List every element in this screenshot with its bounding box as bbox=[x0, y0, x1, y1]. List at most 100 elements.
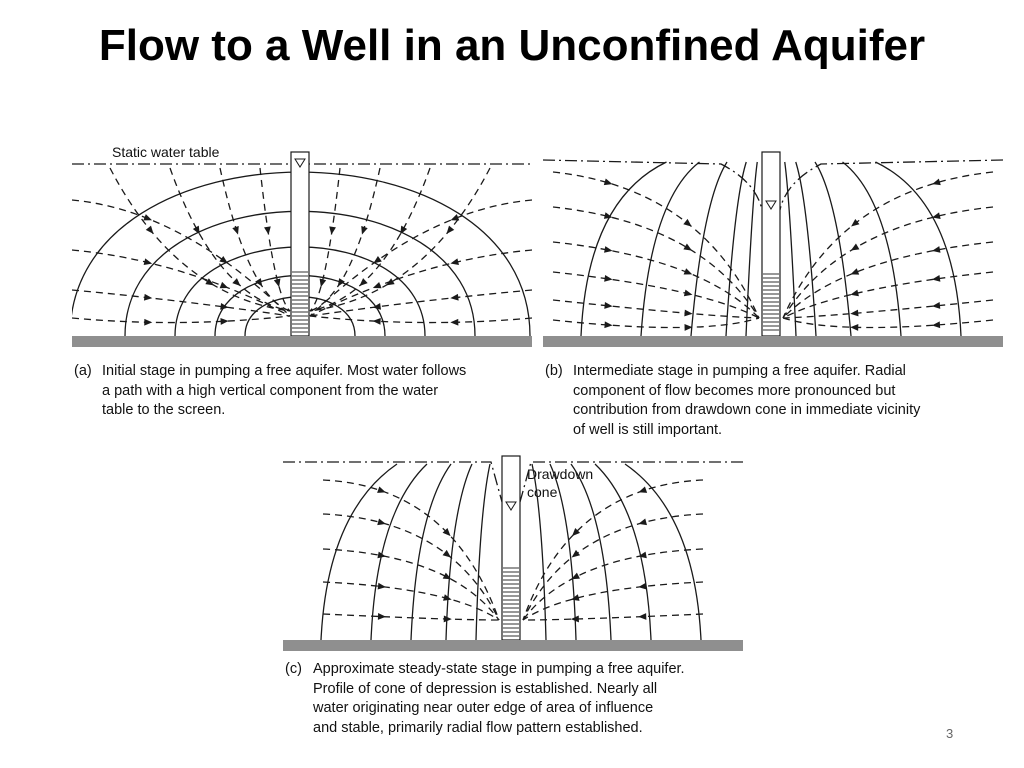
flow-arrow bbox=[359, 278, 368, 286]
flow-arrow bbox=[143, 293, 153, 301]
slide-title: Flow to a Well in an Unconfined Aquifer bbox=[98, 21, 926, 70]
equipotential-line bbox=[690, 161, 728, 337]
water-table-left bbox=[283, 461, 503, 503]
figure-c-caption-line: Profile of cone of depression is establi… bbox=[313, 680, 658, 697]
flow-line bbox=[522, 479, 704, 621]
flow-arrow bbox=[145, 225, 154, 234]
water-level-marker bbox=[765, 200, 777, 210]
flow-line bbox=[309, 167, 381, 312]
flow-arrow bbox=[604, 302, 613, 309]
equipotential-line bbox=[795, 161, 817, 337]
equipotential-line bbox=[624, 463, 702, 641]
flow-arrow bbox=[377, 551, 386, 559]
flow-arrow bbox=[638, 613, 647, 620]
flow-arrow bbox=[255, 278, 263, 287]
flow-line bbox=[322, 613, 500, 621]
figure-a-caption: (a) Initial stage in pumping a free aqui… bbox=[74, 362, 534, 424]
flow-arrow bbox=[377, 613, 386, 620]
figure-a-caption-tag: (a) bbox=[74, 363, 92, 379]
flow-arrow bbox=[570, 594, 580, 601]
flow-line bbox=[72, 249, 291, 317]
flow-arrow bbox=[638, 486, 648, 493]
flow-arrow bbox=[329, 226, 336, 235]
equipotential-line bbox=[594, 463, 652, 641]
flow-line bbox=[782, 206, 994, 319]
drawdown-cone-label-line: cone bbox=[527, 484, 558, 500]
flow-line bbox=[782, 317, 994, 329]
flow-arrow bbox=[372, 281, 382, 289]
drawdown-water-table-right bbox=[779, 159, 1003, 211]
flow-arrow bbox=[850, 289, 859, 297]
impermeable-base bbox=[283, 640, 743, 651]
flow-arrow bbox=[604, 275, 613, 282]
flow-line bbox=[322, 581, 500, 621]
flow-arrow bbox=[232, 225, 239, 235]
flow-arrow bbox=[604, 321, 613, 329]
flow-arrow bbox=[143, 258, 153, 266]
flow-line bbox=[322, 548, 500, 621]
flow-line bbox=[309, 167, 491, 312]
figure-c-steady-state-stage: Drawdown cone bbox=[283, 444, 743, 656]
flow-line bbox=[309, 249, 532, 317]
flow-arrow bbox=[220, 303, 229, 310]
flow-arrow bbox=[373, 255, 382, 264]
flow-arrow bbox=[400, 225, 408, 235]
flow-arrow bbox=[143, 214, 153, 221]
flow-line bbox=[322, 479, 500, 621]
flow-arrow bbox=[572, 528, 581, 537]
flow-line bbox=[552, 271, 760, 319]
flow-arrow bbox=[603, 178, 613, 186]
flow-line bbox=[109, 167, 291, 312]
flow-line bbox=[72, 199, 291, 317]
flow-arrow bbox=[442, 528, 451, 537]
flow-line bbox=[522, 581, 704, 621]
flow-arrow bbox=[638, 582, 647, 590]
impermeable-base bbox=[72, 336, 532, 347]
equipotential-line bbox=[725, 161, 747, 337]
flow-arrow bbox=[851, 218, 860, 227]
flow-arrow bbox=[638, 518, 647, 526]
figure-b-caption-line: of well is still important. bbox=[573, 421, 723, 438]
flow-line bbox=[782, 299, 994, 319]
flow-arrow bbox=[603, 212, 613, 219]
flow-arrow bbox=[571, 572, 580, 580]
figure-c-caption: (c) Approximate steady-state stage in pu… bbox=[285, 660, 755, 740]
water-level-marker bbox=[505, 501, 517, 511]
water-table-right bbox=[519, 461, 743, 503]
flow-arrow bbox=[377, 518, 386, 526]
flow-arrow bbox=[361, 225, 368, 235]
equipotential-line bbox=[445, 463, 473, 641]
flow-arrow bbox=[450, 214, 460, 221]
flow-arrow bbox=[446, 225, 455, 234]
flow-line bbox=[309, 167, 431, 312]
flow-arrow bbox=[931, 321, 941, 329]
flow-line bbox=[552, 171, 760, 319]
figure-b-caption-tag: (b) bbox=[545, 363, 563, 379]
equipotential-line bbox=[475, 463, 491, 641]
flow-arrow bbox=[932, 246, 941, 253]
flow-arrow bbox=[683, 268, 693, 275]
equipotential-line bbox=[410, 463, 452, 641]
figure-b-caption: (b) Intermediate stage in pumping a free… bbox=[545, 362, 1005, 442]
flow-arrow bbox=[337, 278, 345, 287]
equipotential-line bbox=[531, 463, 547, 641]
drawdown-cone-label-line: Drawdown bbox=[527, 466, 593, 482]
flow-line bbox=[522, 548, 704, 621]
flow-arrow bbox=[264, 226, 271, 235]
flow-arrow bbox=[219, 281, 229, 289]
equipotential-line bbox=[875, 161, 962, 337]
flow-arrow bbox=[372, 303, 381, 310]
flow-arrow bbox=[450, 258, 459, 266]
flow-arrow bbox=[273, 278, 281, 288]
figure-b-caption-line: component of flow becomes more pronounce… bbox=[573, 382, 896, 399]
figure-b-diagram bbox=[543, 151, 1003, 347]
flow-arrow bbox=[442, 549, 451, 558]
flow-arrow bbox=[683, 243, 692, 251]
flow-line bbox=[552, 317, 760, 329]
flow-arrow bbox=[144, 318, 153, 326]
flow-arrow bbox=[319, 278, 327, 288]
flow-arrow bbox=[850, 324, 859, 331]
flow-arrow bbox=[931, 302, 941, 309]
flow-arrow bbox=[443, 615, 452, 623]
flow-line bbox=[259, 167, 291, 312]
